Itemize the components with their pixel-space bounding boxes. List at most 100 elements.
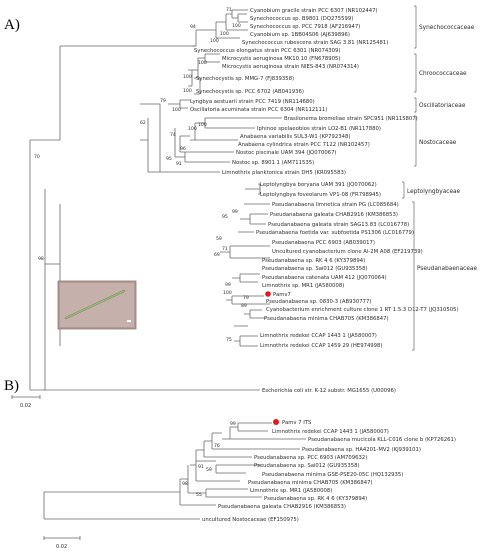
leaf-a-7: Microcystis aeruginosa strain NIES-843 (… bbox=[222, 64, 359, 70]
boot-a-13: 74 bbox=[170, 132, 176, 138]
boot-a-25: 100 bbox=[223, 290, 232, 296]
boot-a-27: 89 bbox=[241, 303, 247, 309]
leaf-a-33: Cyanobacterium enrichment culture clone … bbox=[266, 307, 459, 313]
boot-a-24: 99 bbox=[225, 282, 231, 288]
leaf-b-9: Pseudanabaena sp. RK 4 6 (KY379894) bbox=[264, 496, 367, 502]
leaf-a-26: Uncultured cyanobacterium clone Al-2M A0… bbox=[272, 249, 423, 255]
leaf-a-5: Synechococcus elongatus strain PCC 6301 … bbox=[194, 48, 340, 54]
leaf-b-1: Limnothrix redekei CCAP 1443 1 (JA580007… bbox=[272, 429, 389, 435]
leaf-a-4: Synechococcus rubescens strain SAG 3.81 … bbox=[242, 40, 388, 46]
boot-a-9: 100 bbox=[172, 107, 181, 113]
filament-micrograph-icon bbox=[57, 280, 137, 330]
leaf-b-2: Pseudanabaena mucicola KLL-C016 clone b … bbox=[308, 437, 456, 443]
boot-a-5: 100 bbox=[198, 60, 207, 66]
boot-a-6: 100 bbox=[183, 74, 192, 80]
leaf-b-10: Pseudanabaena galeata CHAB2916 (KM386853… bbox=[218, 504, 346, 510]
boot-b-4: 98 bbox=[182, 481, 188, 487]
leaf-b-7: Pseudanabaena minima CHAB705 (KM386847) bbox=[248, 480, 373, 486]
leaf-a-23: Pseudanabaena galeata strain SAG13.83 (L… bbox=[268, 222, 409, 228]
tree-a-leaves: Cyanobium gracile strain PCC 6307 (NR102… bbox=[190, 8, 459, 394]
family-nostocaceae: Nostocaceae bbox=[419, 140, 457, 146]
boot-a-22: 71 bbox=[222, 246, 228, 252]
leaf-a-19: Leptolyngbya boryana UAM 391 (JQ070062) bbox=[260, 182, 377, 188]
leaf-b-3: Pseudanabaena sp. HA4201-MV2 (KJ939101) bbox=[302, 447, 421, 453]
boot-b-3: 59 bbox=[206, 467, 212, 473]
boot-a-8: 79 bbox=[160, 98, 166, 104]
leaf-b-4: Pseudanabaena sp. PCC 6903 (AM709632) bbox=[254, 455, 367, 461]
pamv7-marker-icon bbox=[265, 291, 271, 297]
leaf-a-20: Leptolyngbya foveolarum VP1-08 (FR798945… bbox=[260, 192, 381, 198]
tree-a-bootstrap: 71 100 100 100 94 100 100 100 79 100 100… bbox=[34, 7, 249, 343]
boot-a-14: 96 bbox=[180, 146, 186, 152]
leaf-b-5: Pseudanabaena sp. Sai012 (GU935358) bbox=[254, 463, 360, 469]
scale-bar-b: 0.02 bbox=[43, 536, 81, 550]
leaf-b-11: uncultured Nostocaceae (EF150975) bbox=[202, 517, 299, 523]
boot-a-4: 94 bbox=[190, 24, 196, 30]
leaf-a-28: Pseudanabaena sp. Sai012 (GU935358) bbox=[262, 266, 368, 272]
leaf-a-21: Pseudanabaena limnetica strain PG (LC085… bbox=[272, 202, 399, 208]
family-chroococcaceae: Chroococcaceae bbox=[419, 71, 467, 77]
boot-a-23: 69 bbox=[214, 252, 220, 258]
leaf-b-8: Limnothrix sp. MR1 (JA580008) bbox=[250, 488, 332, 494]
family-leptolyngbyaceae: Leptolyngbyaceae bbox=[407, 189, 461, 195]
scale-a-label: 0.02 bbox=[20, 403, 31, 409]
leaf-b-6: Pseudanabaena minima GSE-PSE20-05C (HQ13… bbox=[262, 472, 403, 478]
boot-b-1: 76 bbox=[214, 443, 220, 449]
leaf-a-37: Escherichia coli str. K-12 substr. MG165… bbox=[262, 388, 396, 394]
boot-a-2: 100 bbox=[220, 31, 229, 37]
pamv7-its-marker-icon bbox=[273, 419, 279, 425]
leaf-a-32: Pseudanabaena sp. 0830-3 (AB930777) bbox=[266, 299, 371, 305]
boot-a-16: 91 bbox=[176, 161, 182, 167]
tree-b-bootstrap: 99 76 91 59 98 55 bbox=[182, 421, 236, 498]
boot-a-28: 75 bbox=[226, 337, 232, 343]
scale-bar-a: 0.02 bbox=[11, 395, 41, 409]
leaf-a-25: Pseudanabaena PCC 6903 (AB039017) bbox=[272, 240, 375, 246]
leaf-a-18: Limnothrix planktonica strain DH5 (KR095… bbox=[222, 170, 346, 176]
boot-a-18: 98 bbox=[38, 256, 44, 262]
tree-b-leaves: Pamv 7 ITS Limnothrix redekei CCAP 1443 … bbox=[202, 419, 456, 523]
boot-a-10: 100 bbox=[188, 126, 197, 132]
leaf-a-6: Microcystis aeruginosa MK10.10 (FN678905… bbox=[222, 56, 340, 62]
boot-b-5: 55 bbox=[196, 492, 202, 498]
boot-a-12: 100 bbox=[198, 122, 207, 128]
boot-a-7: 100 bbox=[183, 88, 192, 94]
leaf-a-2: Synechococcus sp. PCC 7918 (AF216947) bbox=[250, 24, 360, 30]
leaf-a-8: Synechocystis sp. MMG-7 (FJ839358) bbox=[196, 76, 294, 82]
boot-b-0: 99 bbox=[230, 421, 236, 427]
boot-a-15: 95 bbox=[166, 156, 172, 162]
leaf-a-15: Anabaena cylindrica strain PCC 7122 (NR1… bbox=[238, 142, 370, 148]
leaf-a-16: Nostoc piscinale UAM 394 (JQ070067) bbox=[236, 150, 337, 156]
tree-a bbox=[29, 9, 282, 391]
leaf-a-27: Pseudanabaena sp. RK 4 6 (KY379894) bbox=[262, 258, 365, 264]
leaf-a-34: Pseudanabaena minima CHAB705 (KM386847) bbox=[264, 316, 389, 322]
leaf-a-14: Anabaena variabilis SUL3-W1 (KP792348) bbox=[240, 134, 350, 140]
scale-b-label: 0.02 bbox=[56, 544, 67, 550]
boot-a-19: 99 bbox=[232, 209, 238, 215]
boot-a-17: 70 bbox=[34, 154, 40, 160]
boot-b-2: 91 bbox=[198, 464, 204, 470]
boot-a-3: 100 bbox=[210, 38, 219, 44]
leaf-a-24: Pseudanabaena foetida var. subfoetida PS… bbox=[256, 230, 414, 236]
family-brackets: Synechococcaceae Chroococcaceae Oscillat… bbox=[402, 5, 477, 351]
leaf-a-36: Limnothrix redekei CCAP 1459 29 (HE97499… bbox=[260, 343, 383, 349]
boot-a-1: 100 bbox=[232, 23, 241, 29]
leaf-b-0: Pamv 7 ITS bbox=[282, 420, 312, 426]
leaf-a-11: Oscillatoria acuminata strain PCC 6304 (… bbox=[190, 107, 327, 113]
leaf-a-9: Synechocystis sp. PCC 6702 (AB041936) bbox=[196, 89, 304, 95]
leaf-a-13: Iphinoe spelaeobios strain LO2-B1 (NR117… bbox=[257, 126, 381, 132]
family-pseudanabaenaceae: Pseudanabaenaceae bbox=[417, 266, 477, 272]
panel-b-label: B) bbox=[4, 378, 19, 394]
leaf-a-17: Nostoc sp. 8901 1 (AM711535) bbox=[232, 160, 314, 166]
boot-a-20: 95 bbox=[222, 214, 228, 220]
leaf-a-31: Pamv7 bbox=[273, 292, 291, 298]
boot-a-21: 59 bbox=[216, 236, 222, 242]
leaf-a-10: Lyngbya aestuarii strain PCC 7419 (NR114… bbox=[190, 99, 315, 105]
boot-a-0: 71 bbox=[226, 7, 232, 13]
leaf-a-12: Brasilonema bromeliae strain SPC951 (NR1… bbox=[284, 116, 418, 122]
leaf-a-0: Cyanobium gracile strain PCC 6307 (NR102… bbox=[250, 8, 378, 14]
family-oscillatoriaceae: Oscillatoriaceae bbox=[419, 103, 466, 109]
leaf-a-29: Pseudanabaena catenata UAM 412 (JQ070064… bbox=[262, 275, 387, 281]
leaf-a-30: Limnothrix sp. MR1 (JA580008) bbox=[262, 283, 344, 289]
boot-a-26: 79 bbox=[243, 295, 249, 301]
panel-a-label: A) bbox=[4, 17, 20, 33]
